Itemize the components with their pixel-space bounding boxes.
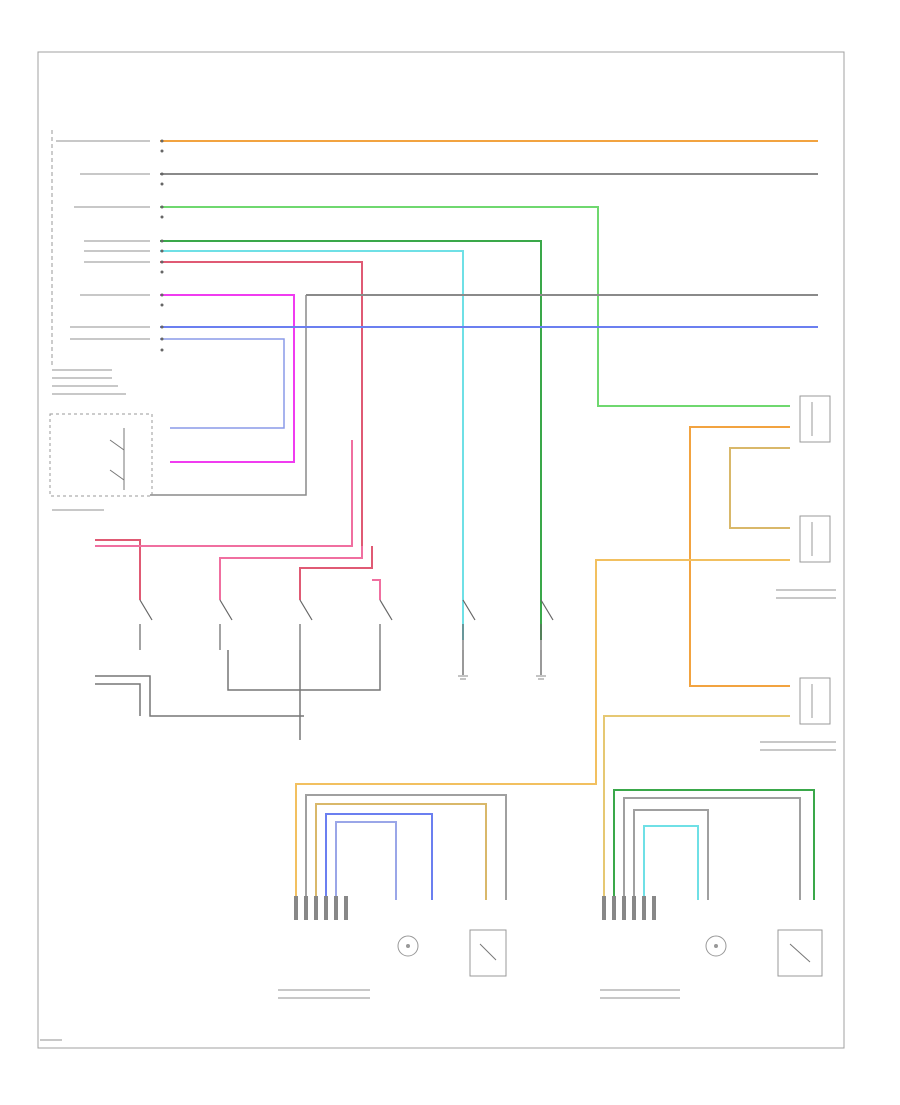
circuit-gray-mid [150, 294, 818, 496]
circuit-cyan [160, 250, 464, 640]
module-pins [160, 139, 164, 352]
switch-bank-switches [139, 599, 554, 650]
circuit-red [160, 261, 363, 546]
circuit-blue-dim [160, 338, 285, 429]
illegible-label-marks [40, 140, 836, 1041]
circuit-green [160, 206, 790, 407]
bottom-left-switch [469, 929, 507, 977]
right-component-1 [799, 395, 831, 443]
upper-switch-contacts [109, 428, 125, 490]
switch-bank-grounds [95, 650, 542, 740]
switch-bank-wires [95, 440, 381, 600]
right-component-2 [799, 515, 831, 563]
bottom-left-harness [305, 794, 507, 900]
diagram-frame [37, 51, 845, 1049]
circuit-magenta [160, 294, 295, 463]
bottom-right-switch [777, 929, 823, 977]
right-component-3 [799, 677, 831, 725]
bottom-connector-pins [294, 896, 656, 920]
bottom-right-harness [613, 789, 815, 900]
circuit-orange-right [295, 426, 790, 900]
upper-switch-box [49, 413, 153, 497]
circuit-darkgreen [160, 240, 542, 640]
bottom-right-motor [705, 935, 727, 957]
ground-symbols [458, 675, 546, 680]
bottom-left-motor [397, 935, 419, 957]
